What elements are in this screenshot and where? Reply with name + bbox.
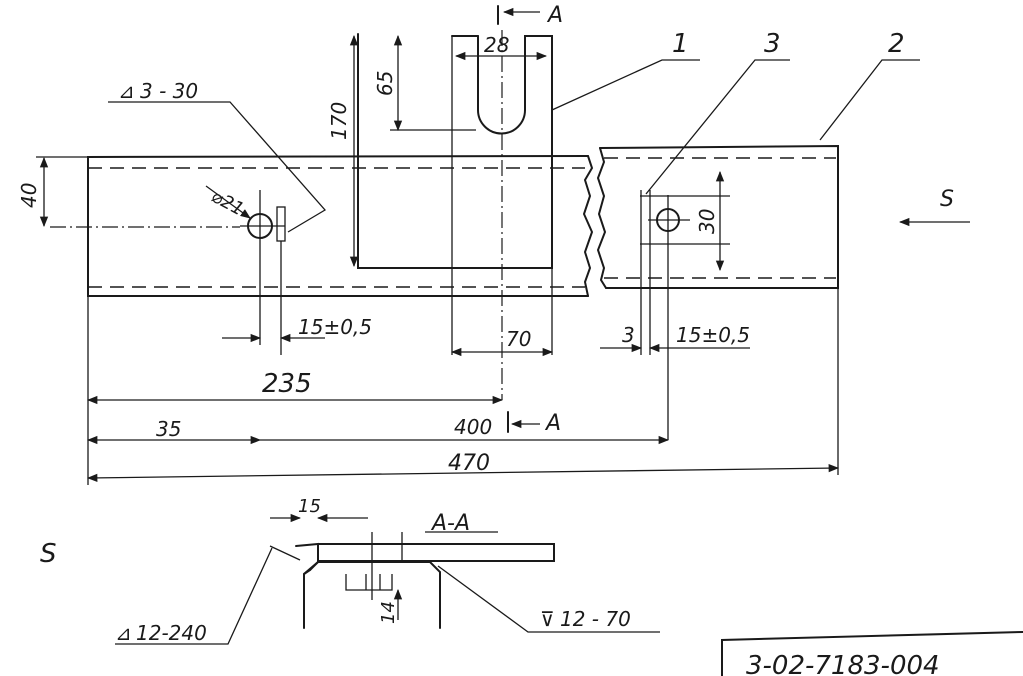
- dim-15-section: 15: [298, 496, 321, 517]
- part-number-3: 3: [764, 29, 781, 59]
- section-a-a: [115, 513, 660, 645]
- hole-right: [640, 190, 730, 440]
- weld-symbol-top: ⊿: [118, 79, 135, 103]
- dim-65: 65: [373, 71, 397, 96]
- weld-note-right: 12 - 70: [560, 607, 631, 631]
- section-label-bottom: A: [544, 411, 561, 436]
- section-title: A-A: [430, 511, 470, 536]
- drawing-number: 3-02-7183-004: [746, 651, 940, 676]
- dim-40: 40: [17, 183, 41, 208]
- hole-left: [50, 190, 286, 355]
- part-number-1: 1: [672, 29, 689, 59]
- dim-400: 400: [454, 415, 492, 439]
- weld-note-top: 3 - 30: [140, 79, 198, 103]
- dim-15-right: 15±0,5: [676, 323, 750, 347]
- dim-14: 14: [378, 601, 399, 624]
- dim-70: 70: [506, 327, 531, 351]
- view-label-main: S: [940, 187, 954, 212]
- dim-30: 30: [695, 209, 719, 234]
- view-label-section: S: [40, 539, 57, 569]
- weld-symbol-left: ⊿: [115, 621, 132, 645]
- dim-15-left: 15±0,5: [298, 315, 372, 339]
- dim-170: 170: [327, 102, 351, 140]
- weld-note-left: 12-240: [136, 621, 207, 645]
- main-beam-right: [596, 144, 839, 289]
- dim-3: 3: [622, 323, 635, 347]
- part-number-2: 2: [888, 29, 905, 59]
- weld-symbol-right: ⊽: [540, 607, 555, 631]
- main-beam-left: [87, 155, 594, 297]
- dim-470: 470: [448, 451, 490, 476]
- section-label-top: A: [546, 3, 563, 28]
- dim-35: 35: [156, 417, 181, 441]
- dim-28: 28: [484, 33, 509, 57]
- dim-235: 235: [262, 369, 312, 399]
